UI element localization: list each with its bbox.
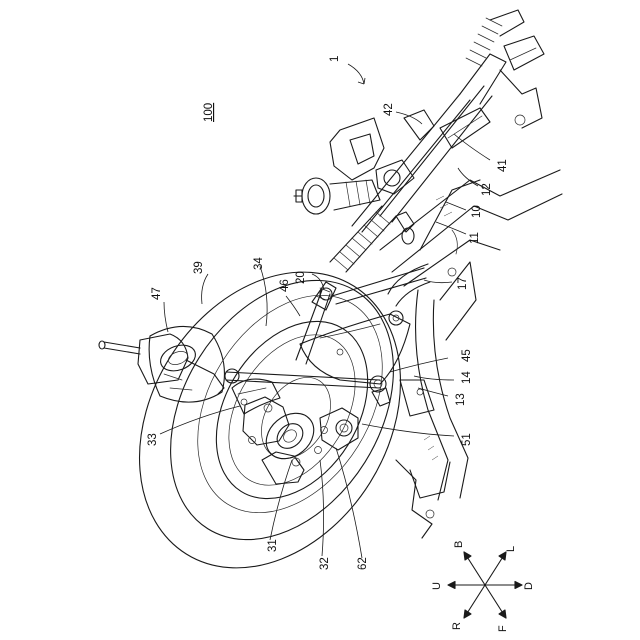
ref-17: 17 [457,277,469,290]
ref-62: 62 [357,557,369,570]
wheel-disc [185,294,399,527]
strut-top [99,326,224,402]
hub-knuckle [243,397,358,484]
ref-20: 20 [295,271,307,284]
direction-back-label: B [453,541,465,548]
ref-41: 41 [497,159,509,172]
ref-33: 33 [147,433,159,446]
direction-front-label: F [497,625,509,632]
ref-14: 14 [461,371,473,384]
ref-32: 32 [319,557,331,570]
gear-box [330,110,434,194]
ref-13: 13 [455,393,467,406]
direction-compass: U D B L R F [431,541,535,632]
ref-45: 45 [461,349,473,362]
ref-46: 46 [279,279,291,292]
rack-boot [330,206,414,272]
ref-47: 47 [151,287,163,300]
steering-rack [352,10,544,232]
ref-1: 1 [329,56,341,62]
input-shaft [294,178,380,214]
ref-42: 42 [383,103,395,116]
tire [86,223,454,616]
ref-10: 10 [471,205,483,218]
direction-right-label: R [451,622,463,630]
ref-100: 100 [203,103,215,122]
direction-left-label: L [505,546,517,552]
tie-rod [225,369,390,406]
lower-link [320,268,426,304]
direction-up-label: U [431,582,443,590]
reference-numerals: 1 100 42 41 12 10 11 17 20 46 34 39 47 4… [147,56,509,570]
ref-11: 11 [469,232,481,244]
ref-31: 31 [267,539,279,552]
ref-12: 12 [481,183,493,196]
ref-39: 39 [193,261,205,274]
brake-caliper [232,379,280,414]
direction-down-label: D [523,582,535,590]
ref-51: 51 [461,433,473,446]
ref-34: 34 [253,257,265,270]
